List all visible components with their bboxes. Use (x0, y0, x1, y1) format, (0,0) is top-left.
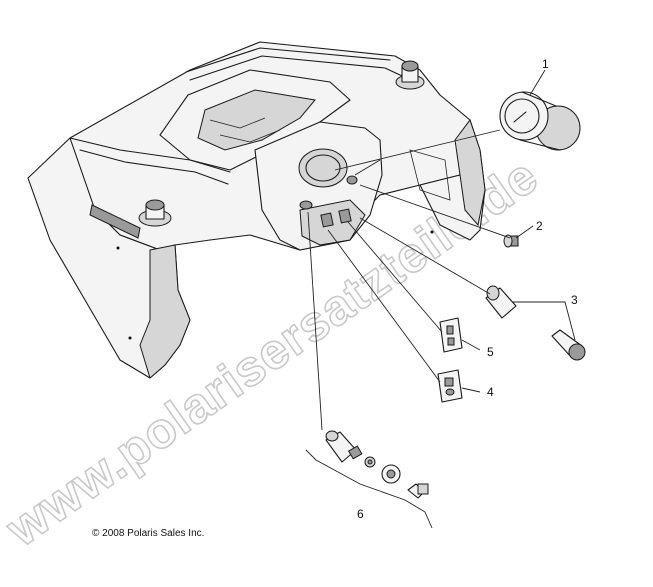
right-knob (395, 60, 425, 90)
dashboard-body (27, 41, 486, 379)
part-gauge (499, 91, 581, 151)
copyright-text: © 2008 Polaris Sales Inc. (92, 528, 205, 539)
part-outlet (485, 285, 586, 361)
part-ignition (325, 430, 429, 499)
part-switch-4 (437, 369, 463, 403)
leader-lines (305, 69, 576, 529)
callout-4: 4 (487, 385, 494, 399)
callout-2: 2 (536, 219, 543, 233)
callout-1: 1 (542, 57, 549, 71)
part-plug (503, 234, 519, 248)
callout-5: 5 (487, 345, 494, 359)
callout-3: 3 (571, 293, 578, 307)
part-switch-5 (439, 317, 463, 353)
callouts: 1 2 3 4 5 6 (357, 57, 578, 521)
callout-6: 6 (357, 507, 364, 521)
left-knob (138, 199, 172, 227)
